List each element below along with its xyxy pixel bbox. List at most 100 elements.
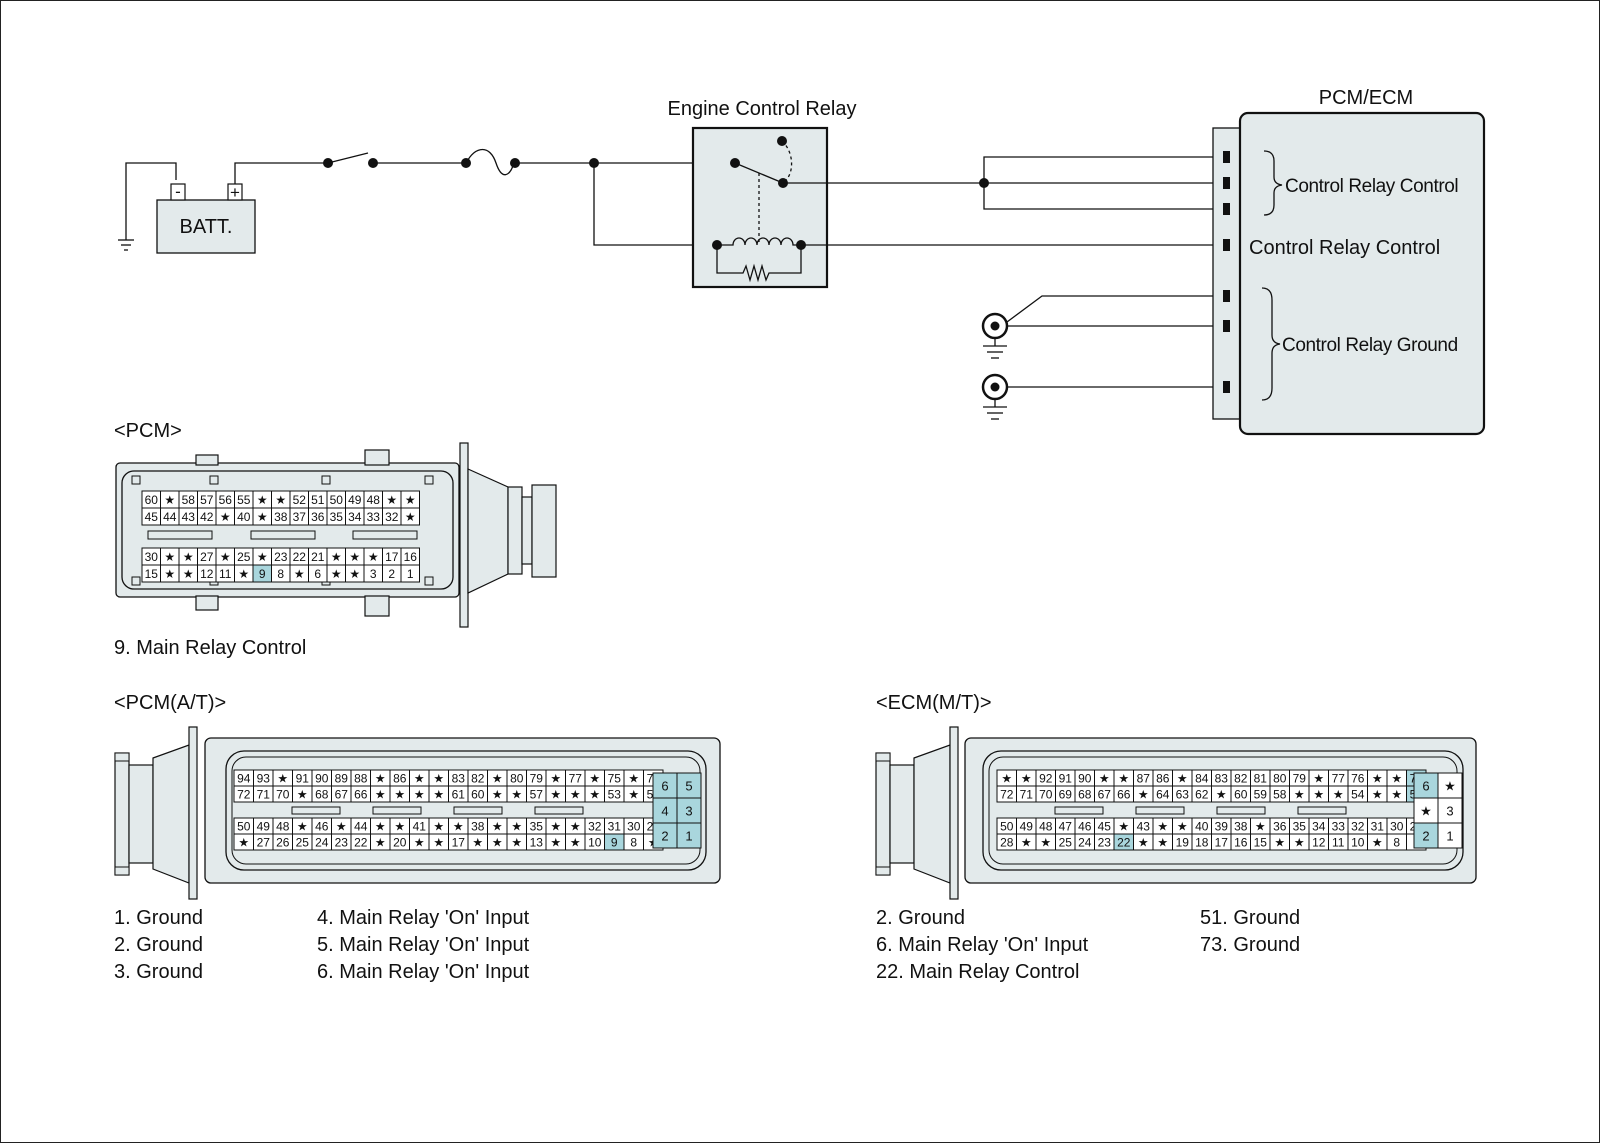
pin-number: 60 — [471, 788, 485, 802]
battery-ground-symbol — [118, 162, 177, 251]
pin-number: 48 — [367, 493, 381, 507]
pin-number: ★ — [375, 788, 386, 802]
pin-number: ★ — [453, 820, 464, 834]
pin-number: ★ — [368, 550, 379, 564]
pin-number: ★ — [433, 820, 444, 834]
power-pin-number: 6 — [661, 779, 668, 794]
pin-number: ★ — [220, 510, 231, 524]
pcm-pin — [1223, 203, 1230, 215]
ecm-mt-legend-item: 22. Main Relay Control — [876, 961, 1079, 983]
pin-number: ★ — [1138, 788, 1149, 802]
pin-number: 89 — [335, 772, 349, 786]
pin-number: 18 — [1195, 836, 1209, 850]
brace-control — [1263, 150, 1283, 216]
pin-cell — [400, 507, 420, 526]
pin-label-ground: Control Relay Ground — [1282, 335, 1458, 356]
fuse-symbol — [465, 148, 515, 176]
pin-number: 23 — [335, 836, 349, 850]
pin-number: 48 — [276, 820, 290, 834]
pin-number: 6 — [314, 567, 321, 581]
pin-number: ★ — [238, 836, 249, 850]
pin-number: 80 — [510, 772, 524, 786]
pcm-at-pin-grid: 9493★91908988★86★★8382★8079★77★75★737271… — [233, 769, 664, 851]
pin-number: 12 — [200, 567, 214, 581]
pin-number: 50 — [237, 820, 251, 834]
pcm-pin — [1223, 177, 1230, 189]
pin-number: 31 — [1371, 820, 1385, 834]
pin-number: 49 — [348, 493, 362, 507]
pin-number: ★ — [492, 820, 503, 834]
pin-number: ★ — [220, 550, 231, 564]
power-pin-number: 3 — [1446, 804, 1453, 819]
pin-number: 38 — [1234, 820, 1248, 834]
pin-number: 72 — [237, 788, 251, 802]
pin-number: ★ — [405, 510, 416, 524]
pin-number: 68 — [315, 788, 329, 802]
pin-number: ★ — [589, 788, 600, 802]
pin-number: ★ — [183, 567, 194, 581]
pin-number: 33 — [1332, 820, 1346, 834]
pin-number: ★ — [257, 493, 268, 507]
engine-control-relay: Engine Control Relay — [668, 98, 857, 289]
pin-number: ★ — [1313, 788, 1324, 802]
pin-number: 8 — [277, 567, 284, 581]
pin-number: 79 — [1293, 772, 1307, 786]
pin-number: 8 — [630, 836, 637, 850]
power-pin-cell — [652, 822, 678, 849]
pin-number: 50 — [1000, 820, 1014, 834]
pin-number: ★ — [550, 820, 561, 834]
pin-number: ★ — [570, 788, 581, 802]
pin-number: ★ — [1372, 788, 1383, 802]
pin-number: 30 — [1390, 820, 1404, 834]
pin-number: ★ — [550, 788, 561, 802]
pin-number: 91 — [1059, 772, 1073, 786]
pin-number: ★ — [433, 788, 444, 802]
pin-number: 88 — [354, 772, 368, 786]
relay-title: Engine Control Relay — [668, 98, 857, 120]
pin-number: 49 — [257, 820, 271, 834]
pcm-pin — [1223, 320, 1230, 332]
pin-number: ★ — [297, 820, 308, 834]
pin-number: 39 — [1215, 820, 1229, 834]
pin-number: ★ — [394, 820, 405, 834]
pin-number: 25 — [237, 550, 251, 564]
supply-line — [234, 148, 735, 246]
pin-number: 9 — [259, 567, 266, 581]
power-pin-number: 3 — [685, 804, 692, 819]
power-pin-number: 4 — [661, 804, 668, 819]
pin-number: ★ — [589, 772, 600, 786]
pin-number: ★ — [349, 567, 360, 581]
pin-number: ★ — [1177, 820, 1188, 834]
pin-number: ★ — [492, 772, 503, 786]
ecm-mt-legend-item: 2. Ground — [876, 907, 965, 929]
pin-number: ★ — [1157, 836, 1168, 850]
schematic: - + BATT. Engine Control Relay — [118, 87, 1486, 436]
pin-number: 56 — [219, 493, 233, 507]
pin-number: 70 — [276, 788, 290, 802]
pin-number: ★ — [472, 836, 483, 850]
pin-number: 22 — [293, 550, 307, 564]
pin-number: ★ — [375, 836, 386, 850]
pin-number: 24 — [1078, 836, 1092, 850]
pin-number: ★ — [1333, 788, 1344, 802]
pin-number: 17 — [452, 836, 466, 850]
power-pin-number: 1 — [685, 829, 692, 844]
pin-number: 44 — [354, 820, 368, 834]
pin-number: 46 — [315, 820, 329, 834]
power-pin-number: 5 — [685, 779, 692, 794]
pin-number: 10 — [588, 836, 602, 850]
pin-number: 66 — [1117, 788, 1131, 802]
pin-number: 83 — [1215, 772, 1229, 786]
pin-number: ★ — [511, 788, 522, 802]
pin-number: ★ — [1274, 836, 1285, 850]
power-pin-number: ★ — [1420, 804, 1432, 819]
pcm-at-legend-item: 2. Ground — [114, 934, 203, 956]
pin-number: ★ — [550, 772, 561, 786]
pin-number: ★ — [294, 567, 305, 581]
pin-number: ★ — [1313, 772, 1324, 786]
pin-number: ★ — [511, 836, 522, 850]
pin-number: 33 — [367, 510, 381, 524]
